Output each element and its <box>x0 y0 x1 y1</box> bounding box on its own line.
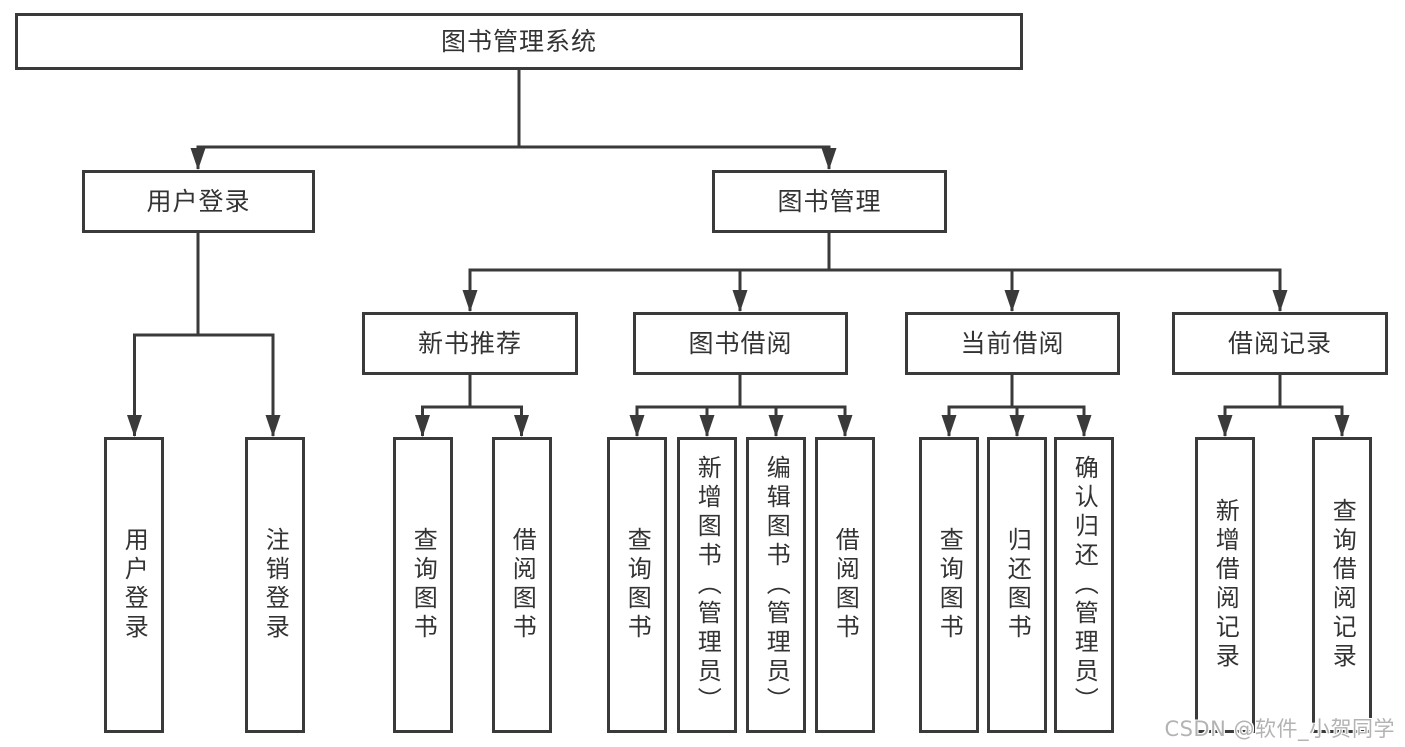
leaf-label: 新增借阅记录 <box>1211 498 1240 672</box>
leaf-label: 借阅图书 <box>831 527 860 643</box>
leaf-add-book-admin: 新增图书（管理员） <box>677 437 737 733</box>
leaf-query-books-borrow: 查询图书 <box>607 437 667 733</box>
leaf-return-books: 归还图书 <box>987 437 1047 733</box>
node-borrowing-records: 借阅记录 <box>1172 312 1388 375</box>
leaf-edit-book-admin: 编辑图书（管理员） <box>746 437 806 733</box>
node-label: 图书管理系统 <box>440 27 597 56</box>
node-label: 当前借阅 <box>960 329 1065 358</box>
leaf-query-books-current: 查询图书 <box>919 437 979 733</box>
node-current-borrowing: 当前借阅 <box>905 312 1120 375</box>
node-label: 图书借阅 <box>688 329 793 358</box>
leaf-borrow-books-recommend: 借阅图书 <box>492 437 552 733</box>
leaf-label: 查询图书 <box>409 527 438 643</box>
leaf-add-borrow-record: 新增借阅记录 <box>1195 437 1255 733</box>
node-book-borrowing: 图书借阅 <box>633 312 848 375</box>
node-user-login: 用户登录 <box>82 170 315 233</box>
csdn-watermark: CSDN @软件_小贺同学 <box>1164 717 1395 741</box>
leaf-label: 查询借阅记录 <box>1328 498 1357 672</box>
leaf-label: 查询图书 <box>935 527 964 643</box>
leaf-query-borrow-record: 查询借阅记录 <box>1312 437 1372 733</box>
leaf-label: 编辑图书（管理员） <box>762 454 791 716</box>
leaf-query-books-recommend: 查询图书 <box>393 437 453 733</box>
node-book-management: 图书管理 <box>712 170 947 233</box>
leaf-confirm-return-admin: 确认归还（管理员） <box>1054 437 1114 733</box>
node-label: 借阅记录 <box>1227 329 1332 358</box>
leaf-label: 新增图书（管理员） <box>693 454 722 716</box>
leaf-user-login: 用户登录 <box>104 437 164 733</box>
leaf-logout: 注销登录 <box>245 437 305 733</box>
leaf-label: 归还图书 <box>1003 527 1032 643</box>
node-label: 新书推荐 <box>417 329 522 358</box>
leaf-label: 借阅图书 <box>508 527 537 643</box>
node-label: 用户登录 <box>146 187 251 216</box>
leaf-label: 确认归还（管理员） <box>1070 454 1099 716</box>
node-new-book-recommendation: 新书推荐 <box>362 312 578 375</box>
leaf-label: 查询图书 <box>623 527 652 643</box>
leaf-label: 注销登录 <box>261 527 290 643</box>
node-label: 图书管理 <box>777 187 882 216</box>
node-book-management-system: 图书管理系统 <box>15 13 1023 70</box>
leaf-label: 用户登录 <box>120 527 149 643</box>
leaf-borrow-books: 借阅图书 <box>815 437 875 733</box>
